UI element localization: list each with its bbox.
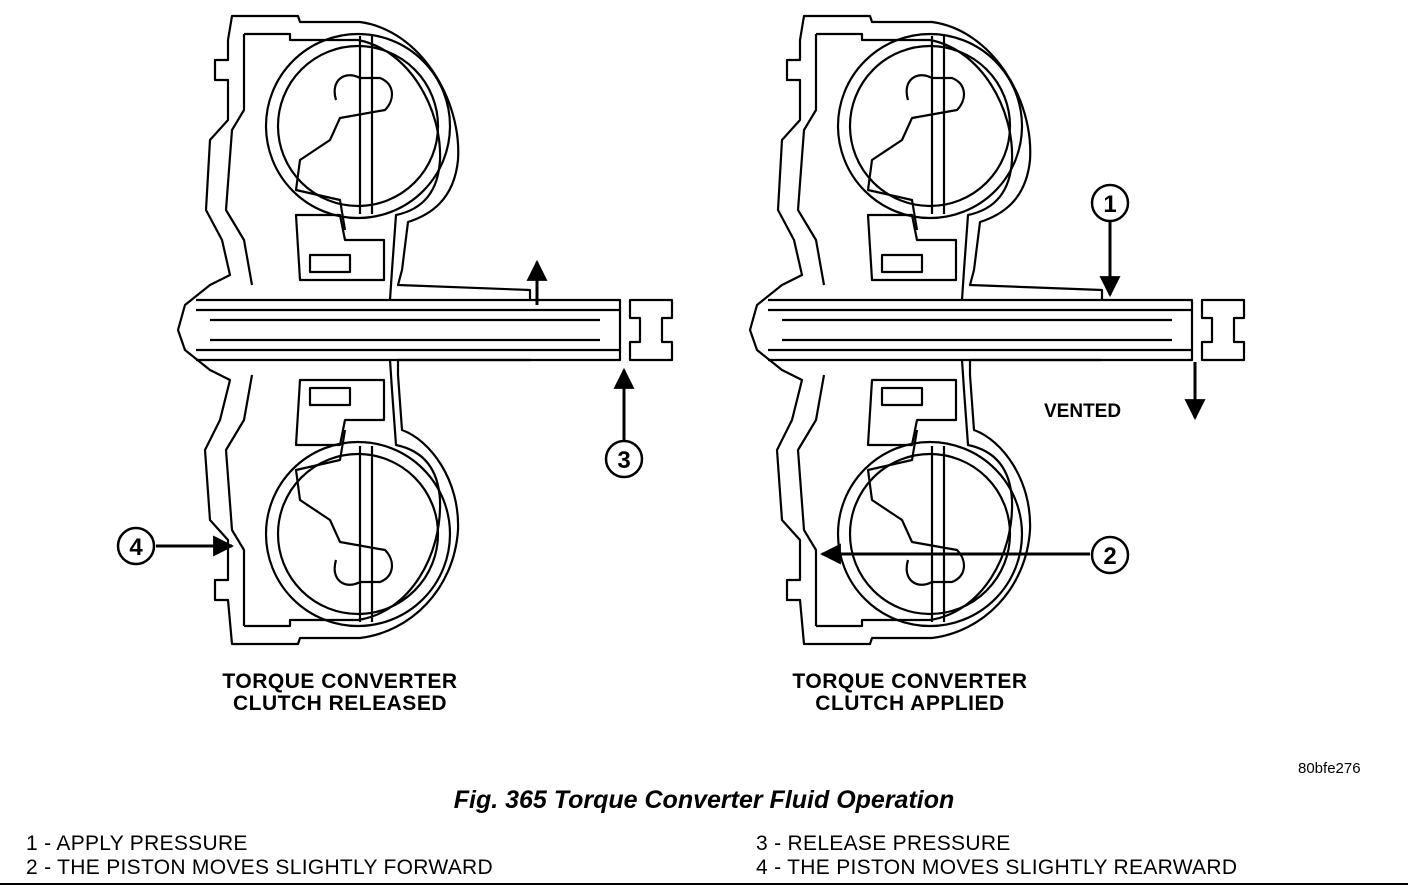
callout-4-circle [116,526,156,566]
figure-title: Fig. 365 Torque Converter Fluid Operatio… [453,786,955,814]
callout-3-circle [604,439,644,479]
left-caption-line1: TORQUE CONVERTER [222,670,458,693]
legend-item-4: 4 - THE PISTON MOVES SLIGHTLY REARWARD [756,856,1238,879]
converter-applied-drawing [748,14,1246,646]
legend-item-1: 1 - APPLY PRESSURE [26,832,248,855]
callout-4-label: 4 [129,534,143,561]
left-caption-line2: CLUTCH RELEASED [232,692,447,715]
callout-2-label: 2 [1103,543,1116,570]
vented-label: VENTED [1044,401,1122,422]
callout-1-label: 1 [1103,191,1116,218]
callout-3-label: 3 [617,447,630,474]
bottom-rule [0,883,1408,885]
right-caption-line2: CLUTCH APPLIED [815,692,1005,715]
legend-item-3: 3 - RELEASE PRESSURE [756,832,1011,855]
callout-1-circle [1090,183,1130,223]
callout-2-circle [1090,535,1130,575]
converter-released-drawing [176,14,674,646]
legend-item-2: 2 - THE PISTON MOVES SLIGHTLY FORWARD [26,856,493,879]
image-code: 80bfe276 [1298,760,1361,777]
right-caption-line1: TORQUE CONVERTER [792,670,1028,693]
